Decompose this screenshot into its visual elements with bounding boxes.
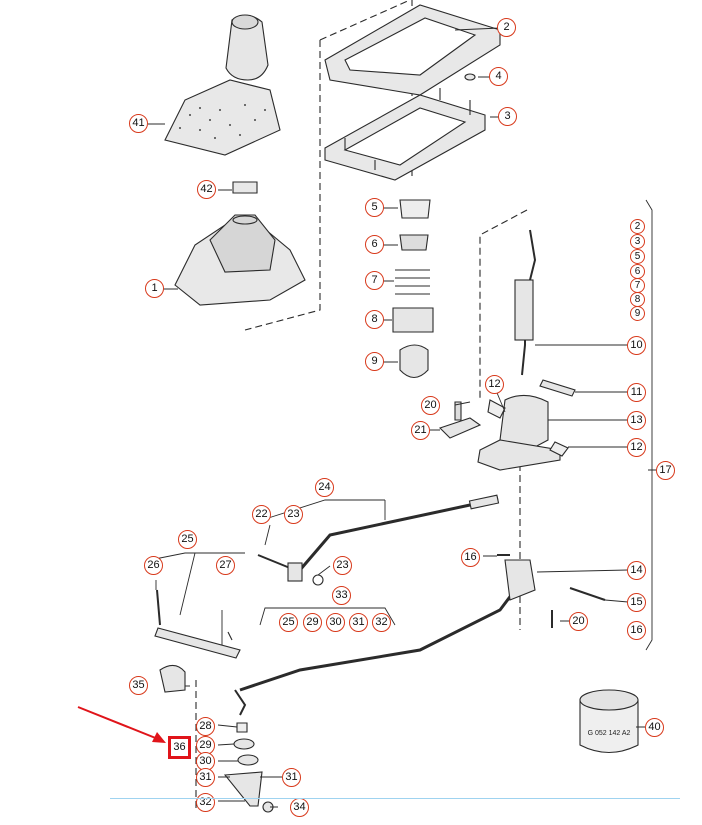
callout-9: 9: [365, 352, 384, 371]
callout-40: 40: [645, 718, 664, 737]
gear-boot-41: [164, 79, 281, 156]
frame-dashed-line: [479, 209, 528, 400]
callout-5: 5: [365, 198, 384, 217]
callout-3: 3: [498, 107, 517, 126]
selector-rod: [239, 589, 517, 692]
screw-20: [454, 401, 462, 421]
callout-6: 6: [365, 235, 384, 254]
callout-17: 17: [656, 461, 675, 480]
bottom-divider: [110, 798, 680, 799]
callout-8-list: 8: [630, 292, 645, 307]
callout-31-left: 31: [196, 768, 215, 787]
callout-20-lower: 20: [569, 612, 588, 631]
callout-33: 33: [332, 586, 351, 605]
callout-2: 2: [497, 18, 516, 37]
callout-12-right: 12: [627, 438, 646, 457]
callout-6-list: 6: [630, 264, 645, 279]
callout-41: 41: [129, 114, 148, 133]
ring-stamp-text: G 052 142 A2: [588, 730, 631, 737]
callout-10: 10: [627, 336, 646, 355]
bolt-26: [156, 589, 161, 626]
callout-4: 4: [489, 67, 508, 86]
callout-7: 7: [365, 271, 384, 290]
callout-2-list: 2: [630, 219, 645, 234]
callout-3-list: 3: [630, 234, 645, 249]
callout-25-upper: 25: [178, 530, 197, 549]
sleeve-5: [399, 199, 431, 219]
callout-34: 34: [290, 798, 309, 817]
callout-15: 15: [627, 593, 646, 612]
callout-30-group: 30: [326, 613, 345, 632]
callout-36-highlighted: 36: [168, 736, 191, 759]
frame-dashed-line: [244, 0, 411, 331]
callout-14: 14: [627, 561, 646, 580]
leader-lines: [148, 27, 660, 808]
callout-35: 35: [129, 676, 148, 695]
callout-29-group: 29: [303, 613, 322, 632]
cap-35: [159, 664, 186, 693]
ball-9: [399, 344, 429, 379]
spring-7: [395, 269, 430, 295]
callout-26: 26: [144, 556, 163, 575]
callout-31-right: 31: [282, 768, 301, 787]
callout-30: 30: [196, 752, 215, 771]
clip-12: [549, 441, 569, 457]
selector-lever-25: [154, 627, 241, 659]
callout-24: 24: [315, 478, 334, 497]
callout-7-list: 7: [630, 278, 645, 293]
callout-25-group: 25: [279, 613, 298, 632]
callout-12-left: 12: [485, 375, 504, 394]
callout-1: 1: [145, 279, 164, 298]
bearing-ring-40: [579, 699, 639, 754]
callout-16-lower: 16: [627, 621, 646, 640]
plate-21: [438, 417, 482, 439]
callout-29: 29: [196, 736, 215, 755]
callout-23-upper: 23: [284, 505, 303, 524]
callout-28: 28: [196, 717, 215, 736]
bracket-32: [223, 771, 263, 807]
bush-28: [236, 722, 248, 733]
callout-20-upper: 20: [421, 396, 440, 415]
clip-27: [227, 631, 233, 641]
callout-21: 21: [411, 421, 430, 440]
bolt-22: [257, 554, 291, 569]
bracket-14: [504, 559, 536, 601]
callout-27: 27: [216, 556, 235, 575]
bolt-15: [569, 587, 606, 601]
callout-31-group: 31: [349, 613, 368, 632]
callout-42: 42: [197, 180, 216, 199]
callout-11: 11: [627, 383, 646, 402]
callout-22: 22: [252, 505, 271, 524]
ring-42: [232, 181, 258, 194]
callout-8: 8: [365, 310, 384, 329]
callout-13: 13: [627, 411, 646, 430]
bush-6: [399, 234, 429, 251]
callout-32-group: 32: [372, 613, 391, 632]
callout-32: 32: [196, 793, 215, 812]
bush-29: [233, 738, 255, 750]
callout-23-lower: 23: [333, 556, 352, 575]
red-arrow-icon: [77, 706, 166, 743]
washer-8: [392, 307, 434, 333]
callout-5-list: 5: [630, 249, 645, 264]
callout-9-list: 9: [630, 306, 645, 321]
callout-16-upper: 16: [461, 548, 480, 567]
washer-30: [237, 754, 259, 766]
pin-11: [539, 379, 576, 397]
clip-12: [487, 399, 506, 419]
